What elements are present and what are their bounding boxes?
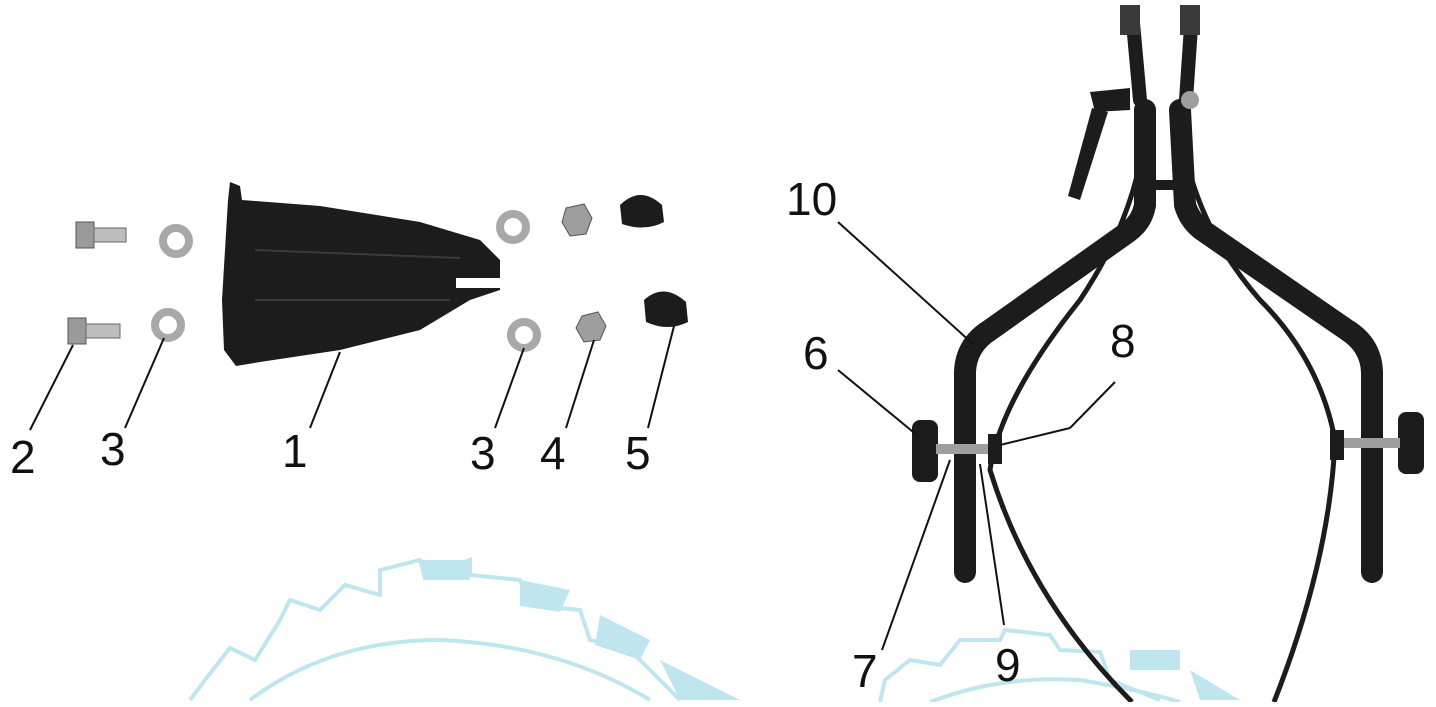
cables [990, 120, 1335, 702]
leader-lines-right [838, 222, 1115, 650]
handle-frame [965, 12, 1372, 572]
washer-left-upper [163, 228, 189, 254]
callout-7: 7 [852, 648, 878, 694]
washer-left-lower [155, 312, 181, 338]
nut-lower [576, 312, 606, 342]
bracket-part [222, 182, 502, 366]
bolt-upper [76, 222, 126, 248]
callout-1: 1 [282, 428, 308, 474]
callout-8: 8 [1110, 318, 1136, 364]
callout-5: 5 [625, 430, 651, 476]
cap-lower [644, 291, 688, 327]
callout-4: 4 [540, 430, 566, 476]
callout-3-left: 3 [100, 426, 126, 472]
gear-watermark-fill [420, 560, 740, 700]
cap-upper [620, 195, 664, 228]
callout-2: 2 [10, 434, 36, 480]
washer-right-upper [500, 214, 526, 240]
nut-upper [562, 204, 592, 236]
callout-10: 10 [786, 176, 837, 222]
callout-3-right: 3 [470, 430, 496, 476]
washer-right-lower [511, 322, 537, 348]
callout-9: 9 [995, 642, 1021, 688]
callout-6: 6 [803, 330, 829, 376]
bolt-lower [68, 318, 120, 344]
